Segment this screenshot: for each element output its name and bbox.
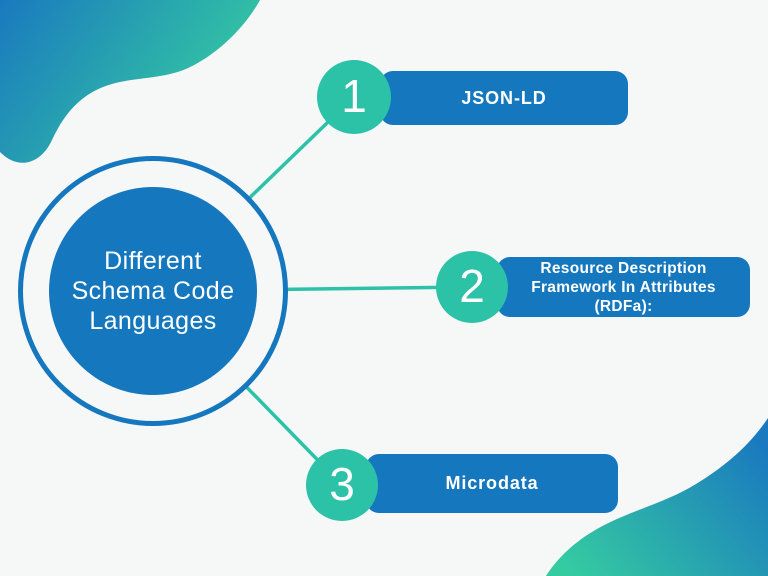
item-2-number: 2 — [459, 260, 485, 312]
item-1-number: 1 — [341, 70, 367, 122]
item-3-label-box: Microdata — [366, 454, 618, 513]
item-2-label-line-3: (RDFa): — [594, 297, 653, 315]
item-1-label: JSON-LD — [461, 87, 547, 108]
item-2-label-line-2: Framework In Attributes — [531, 278, 716, 296]
item-2-number-badge: 2 — [436, 251, 508, 323]
item-3-number-badge: 3 — [306, 449, 378, 521]
center-title: Different Schema Code Languages — [71, 247, 235, 335]
item-3-label: Microdata — [445, 473, 539, 493]
background-blob-top-left — [0, 0, 260, 163]
item-3-number: 3 — [329, 458, 355, 510]
center-circle: Different Schema Code Languages — [49, 187, 257, 395]
item-2-label-line-1: Resource Description — [540, 259, 707, 277]
background-blob-bottom-right — [546, 418, 768, 576]
item-2-label-box: Resource Description Framework In Attrib… — [497, 257, 750, 317]
item-1-label-box: JSON-LD — [380, 71, 628, 125]
item-1-number-badge: 1 — [317, 60, 391, 134]
